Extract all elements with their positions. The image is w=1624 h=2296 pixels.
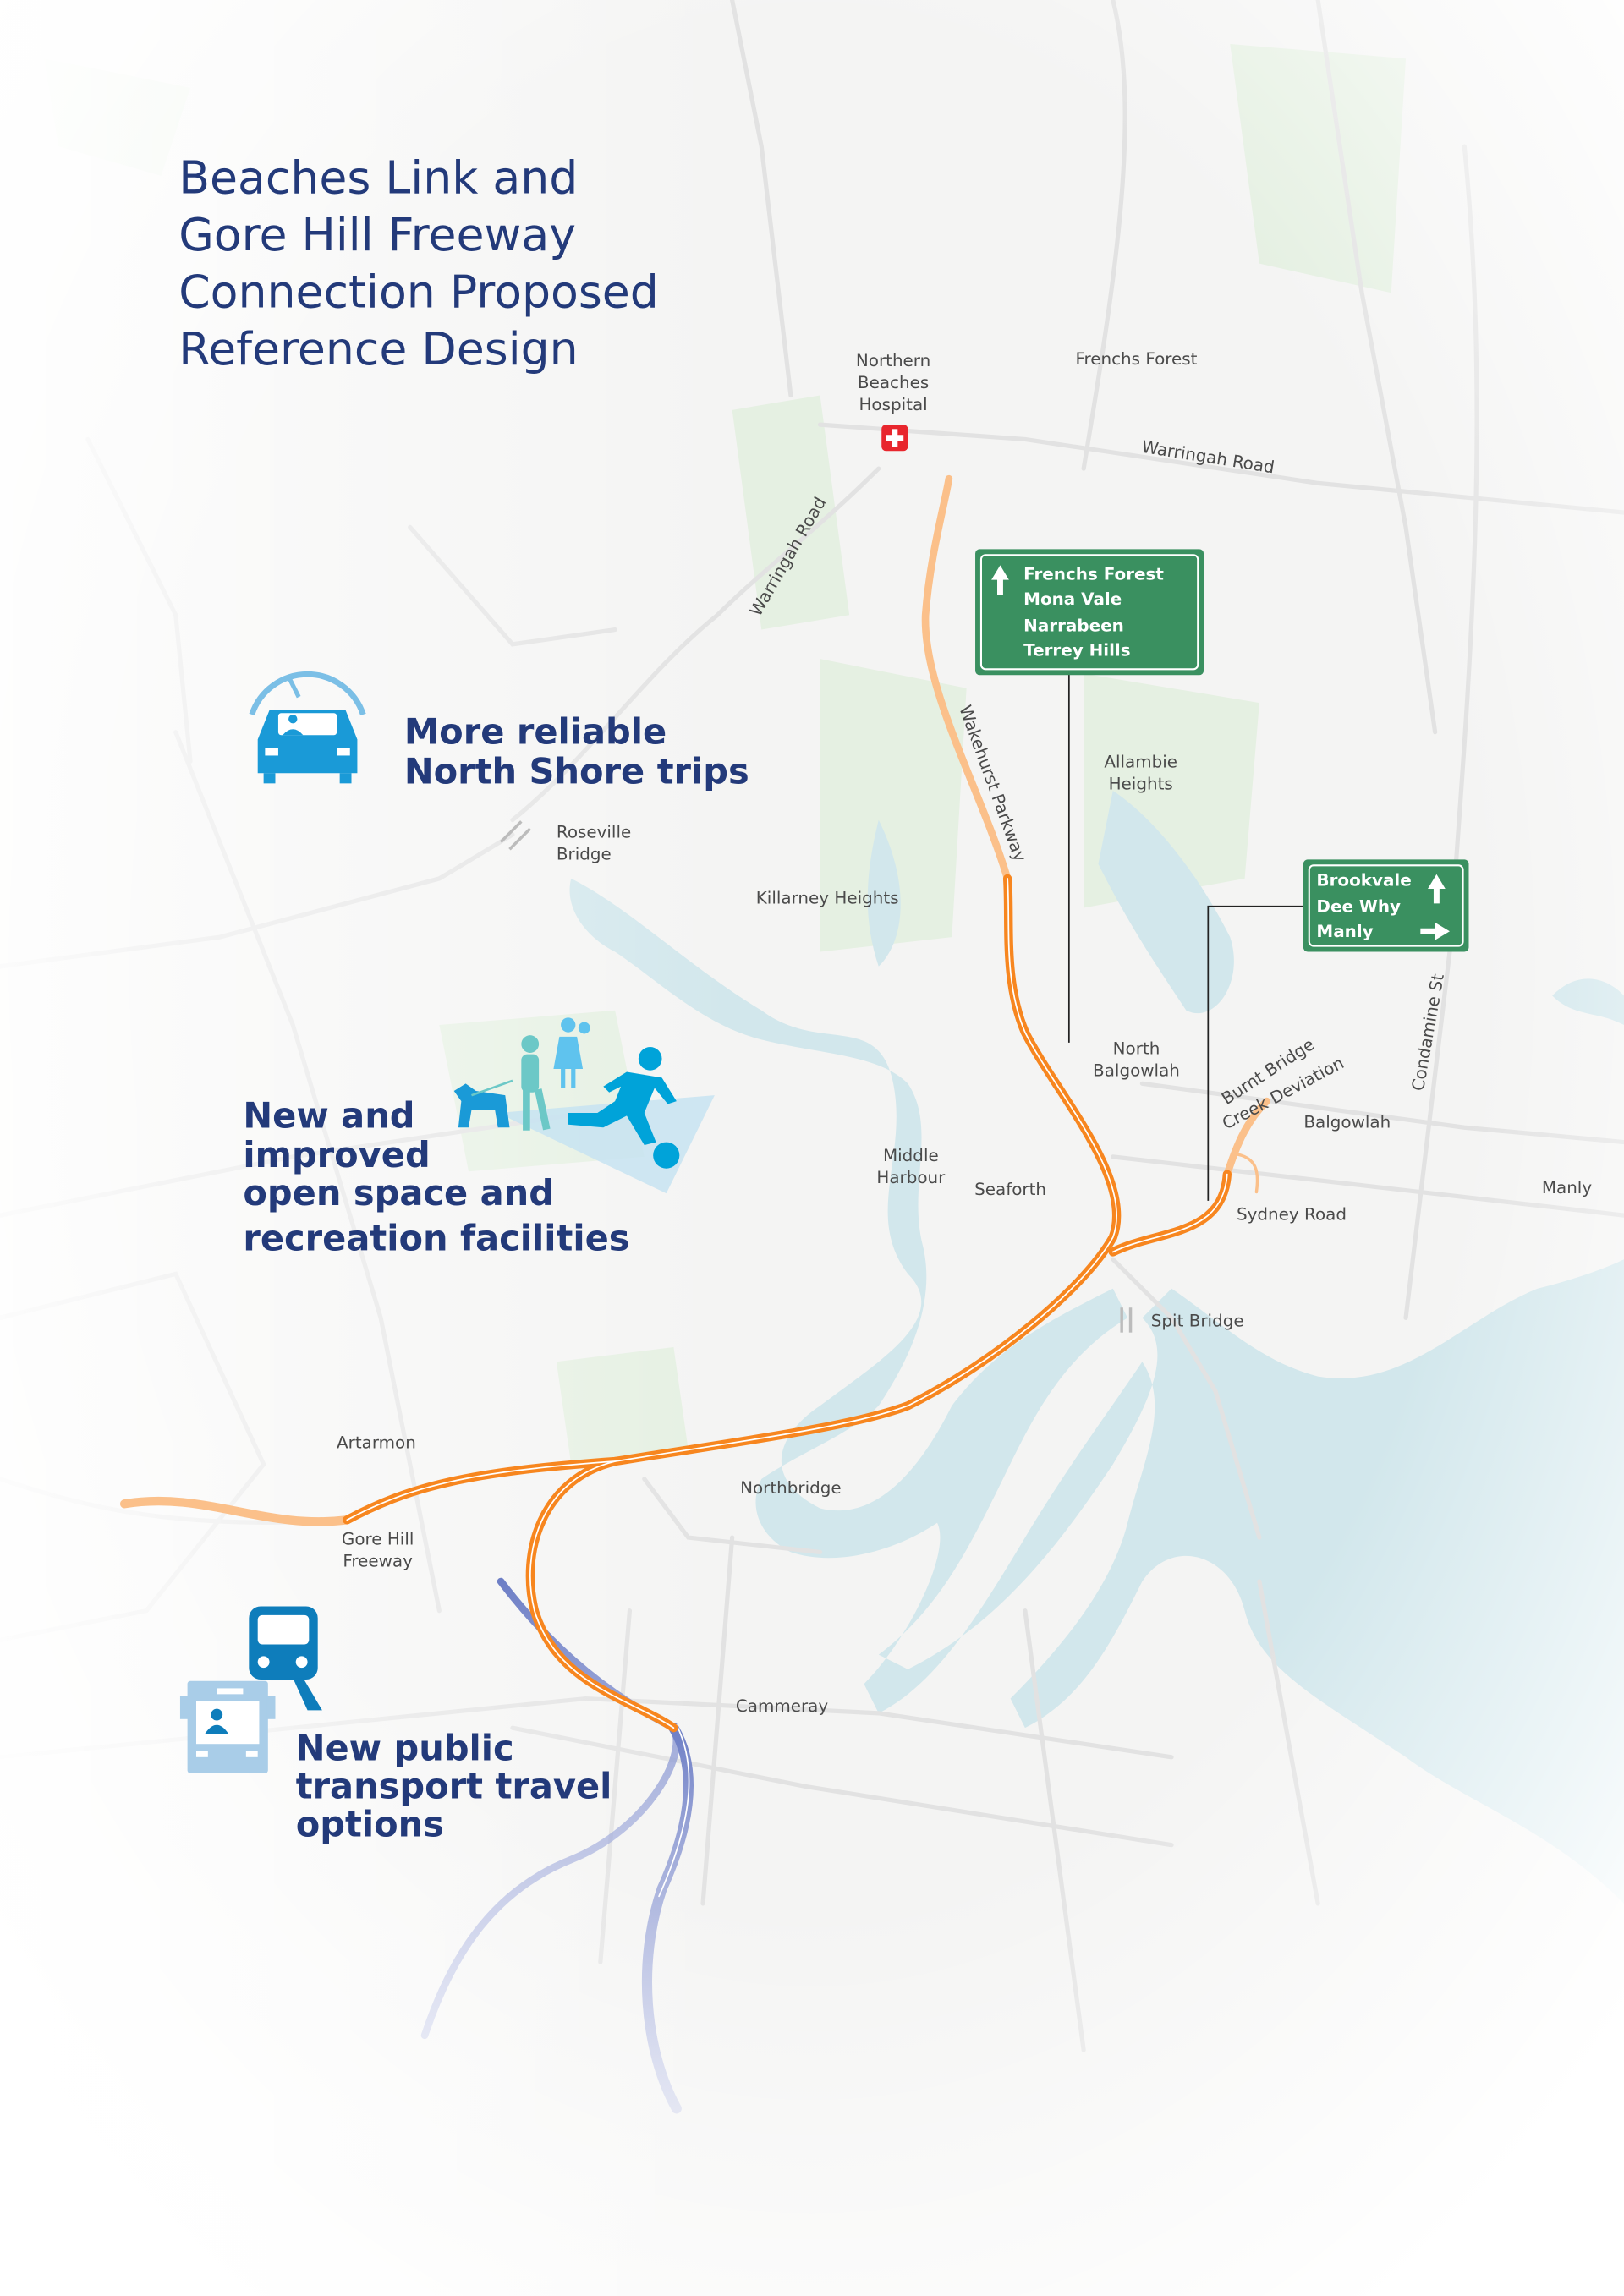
label-roseville-bridge: Roseville bbox=[557, 822, 631, 841]
label-seaforth: Seaforth bbox=[974, 1180, 1046, 1199]
benefit-reliable-trips: More reliable North Shore trips bbox=[249, 671, 749, 792]
hospital-label: Northern bbox=[856, 351, 930, 370]
bridge-icon bbox=[1120, 1307, 1133, 1333]
label-manly: Manly bbox=[1542, 1178, 1593, 1197]
benefit-heading: improved bbox=[243, 1134, 430, 1175]
benefit-heading: North Shore trips bbox=[404, 750, 749, 792]
label-frenchs-forest: Frenchs Forest bbox=[1076, 349, 1198, 369]
label-killarney-heights: Killarney Heights bbox=[756, 888, 899, 907]
hospital-label: Hospital bbox=[859, 395, 927, 414]
label-middle-harbour: Harbour bbox=[876, 1168, 946, 1187]
benefit-open-space: New and improved open space and recreati… bbox=[243, 1017, 715, 1259]
beaches-link-route bbox=[119, 474, 1270, 1733]
title-line: Gore Hill Freeway bbox=[178, 208, 576, 261]
label-gore-hill-freeway: Gore Hill bbox=[342, 1530, 414, 1549]
benefit-heading: New and bbox=[243, 1094, 414, 1136]
benefit-heading: open space and bbox=[243, 1172, 554, 1214]
tunnel-twin-line bbox=[658, 1723, 690, 1898]
label-north-balgowlah: Balgowlah bbox=[1093, 1061, 1180, 1081]
bridge-icon bbox=[499, 820, 531, 851]
label-balgowlah: Balgowlah bbox=[1303, 1112, 1391, 1132]
arrow-right-icon bbox=[1420, 922, 1450, 940]
sign-destination: Terrey Hills bbox=[1023, 641, 1130, 660]
sign-destination: Mona Vale bbox=[1023, 589, 1122, 609]
label-artarmon: Artarmon bbox=[337, 1433, 416, 1452]
label-roseville-bridge: Bridge bbox=[557, 844, 612, 863]
page-title: Beaches Link and Gore Hill Freeway Conne… bbox=[178, 151, 659, 376]
label-gore-hill-freeway: Freeway bbox=[343, 1552, 413, 1571]
benefit-public-transport: New public transport travel options bbox=[179, 1606, 612, 1844]
sign-destination: Narrabeen bbox=[1023, 616, 1124, 635]
wakehurst-surface-upgrade bbox=[921, 474, 1012, 883]
benefit-heading: transport travel bbox=[296, 1765, 612, 1806]
label-sydney-road: Sydney Road bbox=[1237, 1204, 1347, 1224]
hospital-cross-icon bbox=[881, 425, 908, 452]
benefit-heading: More reliable bbox=[404, 711, 667, 753]
benefit-heading: New public bbox=[296, 1727, 514, 1768]
benefit-heading: recreation facilities bbox=[243, 1218, 629, 1259]
label-northbridge: Northbridge bbox=[740, 1478, 842, 1498]
title-line: Connection Proposed bbox=[178, 266, 659, 319]
label-north-balgowlah: North bbox=[1113, 1039, 1160, 1059]
direction-sign-north: Frenchs Forest Mona Vale Narrabeen Terre… bbox=[975, 549, 1204, 1043]
title-line: Beaches Link and bbox=[178, 151, 578, 205]
label-middle-harbour: Middle bbox=[883, 1146, 939, 1165]
direction-sign-east: Brookvale Dee Why Manly bbox=[1207, 859, 1469, 1201]
sign-destination: Dee Why bbox=[1316, 897, 1401, 917]
blue-link-west bbox=[420, 1577, 681, 2040]
train-icon bbox=[249, 1606, 322, 1711]
sign-destination: Brookvale bbox=[1316, 871, 1411, 890]
hospital-marker[interactable]: Northern Beaches Hospital bbox=[856, 351, 930, 452]
sign-destination: Frenchs Forest bbox=[1023, 565, 1164, 584]
people-recreation-icon bbox=[453, 1017, 715, 1194]
title-line: Reference Design bbox=[178, 322, 578, 375]
car-speedometer-icon bbox=[249, 671, 366, 784]
arrow-up-icon bbox=[991, 565, 1009, 595]
label-allambie-heights: Allambie bbox=[1104, 752, 1177, 771]
label-allambie-heights: Heights bbox=[1109, 774, 1173, 793]
burnt-bridge-surface-upgrade bbox=[1223, 1097, 1270, 1178]
hospital-label: Beaches bbox=[858, 373, 929, 392]
bus-icon bbox=[179, 1680, 276, 1773]
sydney-road-connector bbox=[1232, 1152, 1259, 1194]
label-spit-bridge: Spit Bridge bbox=[1151, 1312, 1244, 1331]
sign-destination: Manly bbox=[1316, 922, 1373, 941]
gore-hill-surface-upgrade bbox=[119, 1496, 352, 1526]
transport-corridors bbox=[420, 1577, 694, 2114]
benefit-heading: options bbox=[296, 1803, 444, 1844]
label-cammeray: Cammeray bbox=[736, 1696, 829, 1716]
